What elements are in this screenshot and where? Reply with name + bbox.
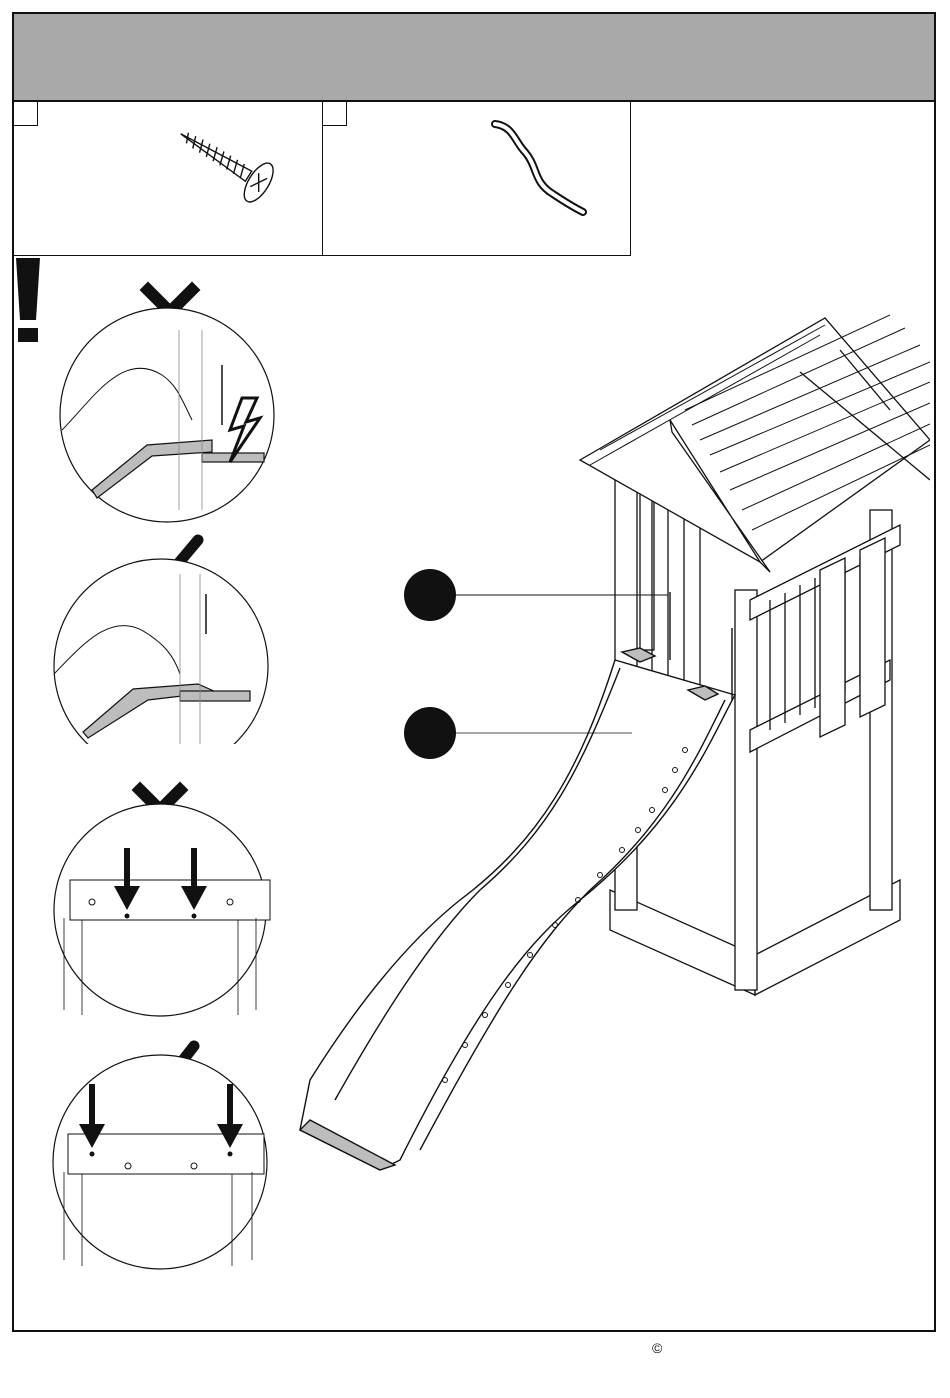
callout-lines [400,565,680,765]
detail-wrong-screws-inner [52,780,282,1020]
detail-correct-screws-outer [52,1038,282,1278]
callout-marker [404,707,456,759]
part-cell-screw [14,102,323,255]
header-band [14,14,934,102]
part-cell-slide [323,102,631,255]
detail-wrong-gap [52,280,282,530]
warning-exclamation-icon [14,258,42,344]
copyright-mark: © [652,1340,662,1356]
detail-correct-flush [48,534,278,744]
slide-part-icon [483,112,593,222]
part-quantity-box [14,102,38,126]
callout-marker [404,569,456,621]
wood-screw-icon [164,114,294,214]
parts-list [14,102,631,256]
part-quantity-box [323,102,347,126]
